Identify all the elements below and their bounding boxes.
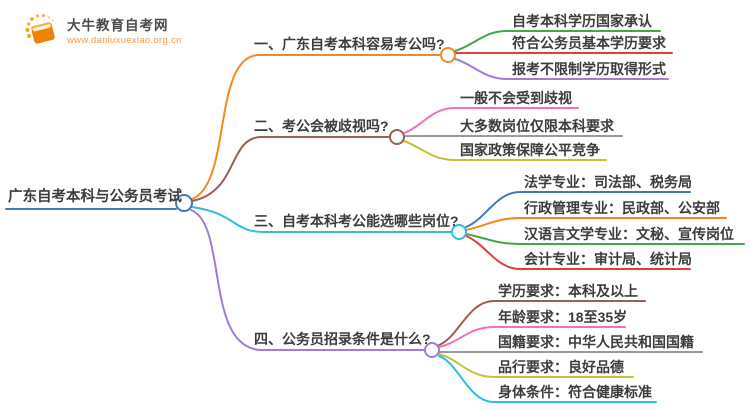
branch4-item2-line bbox=[438, 326, 626, 348]
branch4-title[interactable]: 四、公务员招录条件是什么? bbox=[254, 331, 431, 347]
branch3-connector-line bbox=[191, 206, 453, 233]
branch2-item2[interactable]: 大多数岗位仅限本科要求 bbox=[460, 118, 614, 134]
branch1-node-circle[interactable] bbox=[440, 47, 456, 63]
branch3-item2[interactable]: 行政管理专业：民政部、公安部 bbox=[524, 200, 720, 216]
branch2-item3-line bbox=[403, 140, 607, 161]
branch1-item3[interactable]: 报考不限制学历取得形式 bbox=[512, 61, 666, 77]
branch1-item1[interactable]: 自考本科学历国家承认 bbox=[512, 13, 652, 29]
branch4-item4-line bbox=[438, 353, 634, 378]
branch1-title[interactable]: 一、广东自考本科容易考公吗? bbox=[254, 36, 445, 52]
central-node-circle[interactable] bbox=[175, 194, 193, 212]
branch1-item1-line bbox=[454, 30, 661, 52]
branch4-item1-line bbox=[438, 300, 646, 346]
branch3-item2-line bbox=[465, 217, 727, 231]
branch4-item1[interactable]: 学历要求：本科及以上 bbox=[498, 283, 638, 299]
book-icon bbox=[25, 14, 55, 44]
branch4-node-circle[interactable] bbox=[424, 342, 440, 358]
branch2-item1[interactable]: 一般不会受到歧视 bbox=[460, 90, 572, 106]
branch2-node-circle[interactable] bbox=[389, 129, 405, 145]
central-topic[interactable]: 广东自考本科与公务员考试 bbox=[8, 189, 182, 205]
branch3-item4[interactable]: 会计专业：审计局、统计局 bbox=[524, 251, 692, 267]
branch4-item5[interactable]: 身体条件：符合健康标准 bbox=[498, 384, 652, 400]
branch2-item3[interactable]: 国家政策保障公平竞争 bbox=[460, 142, 600, 158]
logo-text: 大牛教育自考网 www.daniuxuexiao.org.cn bbox=[67, 18, 182, 47]
branch2-title[interactable]: 二、考公会被歧视吗? bbox=[254, 118, 389, 134]
branch1-item3-line bbox=[454, 58, 669, 80]
branch2-item1-line bbox=[403, 107, 579, 134]
branch2-connector-line bbox=[191, 136, 391, 202]
site-url[interactable]: www.daniuxuexiao.org.cn bbox=[67, 34, 182, 46]
branch1-item2[interactable]: 符合公务员基本学历要求 bbox=[512, 35, 666, 51]
site-name: 大牛教育自考网 bbox=[67, 17, 169, 33]
branch4-item3[interactable]: 国籍要求：中华人民共和国国籍 bbox=[498, 334, 694, 350]
branch4-item2[interactable]: 年龄要求：18至35岁 bbox=[498, 309, 628, 325]
branch3-node-circle[interactable] bbox=[451, 224, 467, 240]
branch4-item4[interactable]: 品行要求：良好品德 bbox=[498, 359, 624, 375]
branch3-item1[interactable]: 法学专业：司法部、税务局 bbox=[524, 174, 692, 190]
branch3-title[interactable]: 三、自考本科考公能选哪些岗位? bbox=[254, 213, 459, 229]
branch3-item3-line bbox=[465, 233, 745, 245]
branch4-connector-line bbox=[190, 209, 426, 351]
branch3-item4-line bbox=[465, 235, 691, 270]
branch4-item5-line bbox=[438, 355, 657, 403]
site-logo[interactable]: 大牛教育自考网 www.daniuxuexiao.org.cn bbox=[24, 13, 182, 51]
branch3-item1-line bbox=[465, 191, 691, 228]
branch3-item3[interactable]: 汉语言文学专业：文秘、宣传岗位 bbox=[524, 226, 734, 242]
branch1-connector-line bbox=[191, 54, 442, 200]
